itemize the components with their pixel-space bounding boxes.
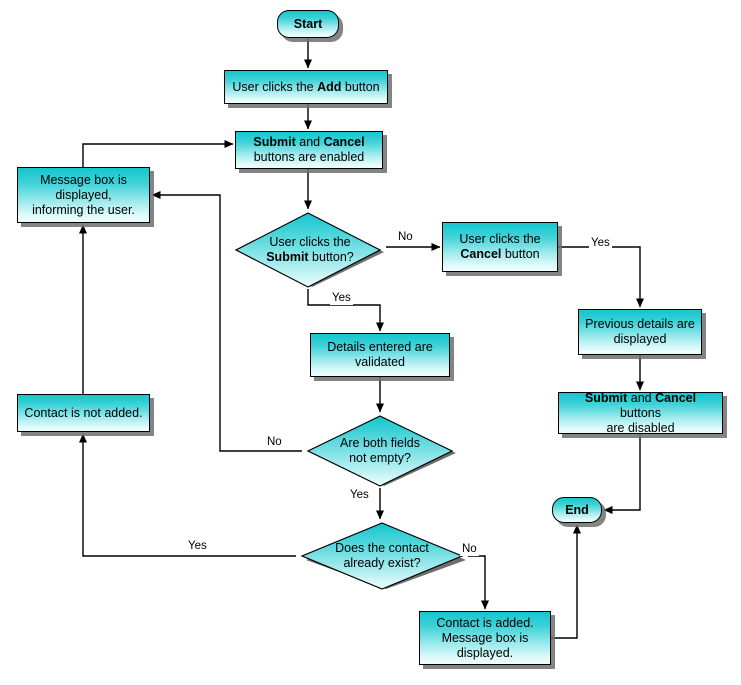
node-q-contact-exists-label: Does the contact already exist? <box>335 541 429 570</box>
edge-label-no-fields: No <box>265 436 284 449</box>
edge-label-no-submit: No <box>396 231 415 244</box>
edge-q-exists-no-to-added <box>468 555 489 610</box>
node-end[interactable]: End <box>552 497 602 523</box>
edge-label-yes-submit: Yes <box>330 292 353 305</box>
node-previous-details-label: Previous details are displayed <box>585 317 695 346</box>
edge-label-no-exists: No <box>460 543 479 556</box>
node-start-label: Start <box>293 16 323 31</box>
edge-msgbox-to-enabled <box>82 140 234 167</box>
edge-label-yes-cancel: Yes <box>589 237 612 250</box>
node-contact-not-added-label: Contact is not added. <box>24 405 143 420</box>
node-end-label: End <box>565 502 589 517</box>
edge-q-fields-no-to-msgbox <box>151 191 302 452</box>
node-click-add[interactable]: User clicks the Add button <box>224 70 388 104</box>
diamond-shape <box>300 522 466 590</box>
edge-added-to-end <box>551 524 581 639</box>
edge-label-yes-fields: Yes <box>348 489 371 502</box>
edge-cancel-yes-to-prev <box>558 246 644 308</box>
node-contact-added[interactable]: Contact is added. Message box is display… <box>419 611 551 665</box>
edge-label-yes-exists: Yes <box>186 540 209 553</box>
node-contact-added-label: Contact is added. Message box is display… <box>436 615 534 660</box>
diamond-shape <box>306 415 456 487</box>
node-details-validated-label: Details entered are validated <box>327 340 433 369</box>
edge-q-submit-yes-to-validated <box>307 289 384 332</box>
node-message-box-displayed[interactable]: Message box is displayed, informing the … <box>17 167 150 223</box>
node-q-fields-not-empty[interactable]: Are both fields not empty? <box>302 414 458 488</box>
node-contact-not-added[interactable]: Contact is not added. <box>17 394 150 432</box>
node-click-add-label: User clicks the Add button <box>232 79 380 94</box>
node-details-validated[interactable]: Details entered are validated <box>310 333 450 377</box>
node-message-box-displayed-label: Message box is displayed, informing the … <box>32 172 135 217</box>
edge-q-exists-yes-to-not-added <box>79 433 296 557</box>
node-q-contact-exists[interactable]: Does the contact already exist? <box>296 521 468 591</box>
node-start[interactable]: Start <box>277 10 339 38</box>
node-previous-details[interactable]: Previous details are displayed <box>578 309 702 355</box>
diamond-shape <box>234 212 384 288</box>
node-q-fields-not-empty-label: Are both fields not empty? <box>340 436 420 465</box>
edge-disabled-to-end <box>603 434 641 514</box>
